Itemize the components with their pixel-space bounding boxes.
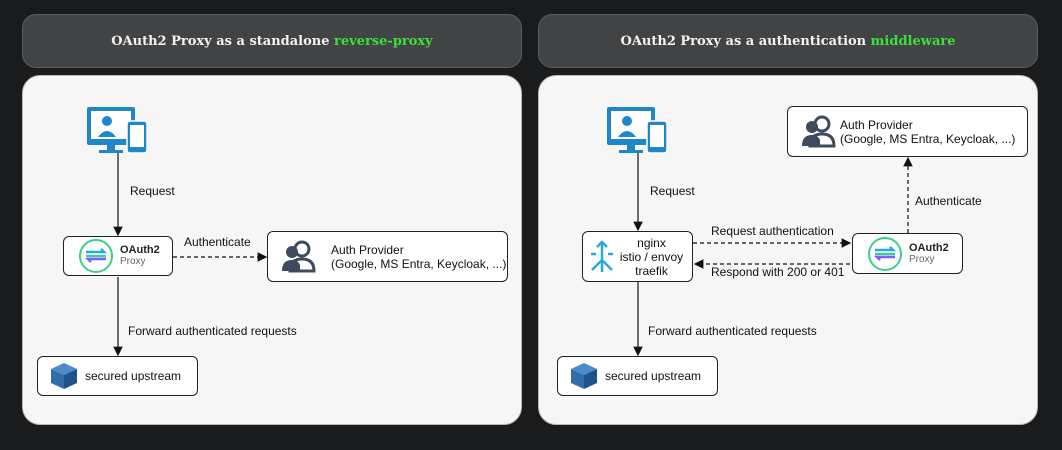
left-request-label: Request bbox=[130, 184, 175, 198]
proxy-sub: Proxy bbox=[909, 253, 935, 265]
right-authenticate-label: Authenticate bbox=[915, 194, 982, 208]
left-panel-title: OAuth2 Proxy as a standalone reverse-pro… bbox=[111, 33, 433, 49]
user-device-icon bbox=[607, 107, 668, 154]
cube-icon bbox=[571, 363, 597, 389]
right-request-auth-label: Request authentication bbox=[711, 224, 834, 238]
right-auth-provider-node: Auth Provider (Google, MS Entra, Keycloa… bbox=[787, 106, 1028, 157]
gateway-line-3: traefik bbox=[635, 263, 668, 278]
gateway-line-1: nginx bbox=[637, 235, 666, 250]
left-secured-upstream-node: secured upstream bbox=[37, 356, 198, 396]
auth-provider-detail: (Google, MS Entra, Keycloak, ...) bbox=[840, 131, 1016, 146]
gateway-line-2: istio / envoy bbox=[619, 249, 684, 264]
right-panel-title: OAuth2 Proxy as a authentication middlew… bbox=[620, 33, 956, 49]
gateway-icon bbox=[591, 239, 613, 272]
right-oauth2-proxy-node: OAuth2 Proxy bbox=[852, 233, 963, 274]
left-oauth2-proxy-node: OAuth2 Proxy bbox=[63, 236, 173, 276]
oauth2-proxy-logo-icon bbox=[79, 239, 113, 273]
upstream-label: secured upstream bbox=[605, 369, 702, 383]
oauth2-proxy-logo-icon bbox=[868, 236, 902, 271]
right-request-label: Request bbox=[650, 184, 695, 198]
auth-provider-title: Auth Provider bbox=[840, 117, 913, 132]
right-secured-upstream-node: secured upstream bbox=[557, 356, 718, 396]
left-auth-provider-node: Auth Provider (Google, MS Entra, Keycloa… bbox=[267, 231, 508, 282]
left-panel-header: OAuth2 Proxy as a standalone reverse-pro… bbox=[22, 14, 522, 68]
right-gateway-node: nginx istio / envoy traefik bbox=[582, 231, 693, 282]
upstream-label: secured upstream bbox=[85, 369, 182, 383]
right-panel-header: OAuth2 Proxy as a authentication middlew… bbox=[538, 14, 1038, 68]
right-respond-label: Respond with 200 or 401 bbox=[711, 265, 845, 279]
proxy-sub: Proxy bbox=[120, 256, 146, 267]
users-icon bbox=[802, 115, 836, 147]
proxy-name: OAuth2 bbox=[120, 244, 160, 256]
user-device-icon bbox=[87, 107, 148, 154]
left-authenticate-label: Authenticate bbox=[184, 235, 251, 249]
proxy-name: OAuth2 bbox=[909, 241, 949, 254]
cube-icon bbox=[51, 363, 77, 389]
users-icon bbox=[282, 240, 316, 272]
right-forward-label: Forward authenticated requests bbox=[648, 324, 817, 338]
auth-provider-detail: (Google, MS Entra, Keycloak, ...) bbox=[331, 256, 507, 271]
left-forward-label: Forward authenticated requests bbox=[128, 324, 297, 338]
auth-provider-title: Auth Provider bbox=[331, 242, 404, 257]
